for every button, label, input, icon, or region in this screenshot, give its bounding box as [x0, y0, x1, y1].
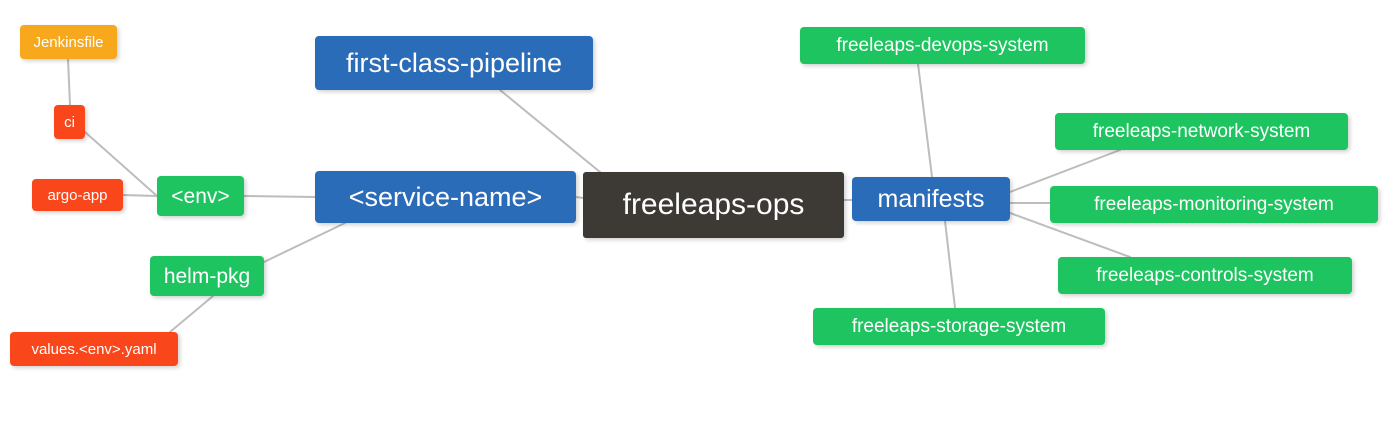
node-freeleaps-controls-system[interactable]: freeleaps-controls-system [1058, 257, 1352, 294]
node-ci[interactable]: ci [54, 105, 85, 139]
node-freeleaps-storage-system[interactable]: freeleaps-storage-system [813, 308, 1105, 345]
node-label: helm-pkg [163, 264, 251, 288]
edge-manifests-to-freeleaps-devops-system [917, 63, 933, 178]
node-env[interactable]: <env> [157, 176, 244, 216]
node-label: <env> [171, 184, 230, 208]
node-label: freeleaps-storage-system [851, 316, 1067, 337]
node-service-name[interactable]: <service-name> [315, 171, 576, 223]
node-label: freeleaps-controls-system [1096, 265, 1314, 286]
edge-service-name-to-freeleaps-ops [575, 196, 584, 199]
edge-helm-pkg-to-service-name [263, 222, 346, 263]
node-label: first-class-pipeline [345, 47, 563, 78]
node-label: ci [64, 113, 75, 131]
node-first-class-pipeline[interactable]: first-class-pipeline [315, 36, 593, 90]
node-label: argo-app [47, 186, 108, 204]
edge-first-class-pipeline-to-freeleaps-ops [499, 89, 601, 173]
node-label: freeleaps-monitoring-system [1094, 194, 1334, 215]
edge-manifests-to-freeleaps-storage-system [944, 220, 956, 309]
node-freeleaps-ops[interactable]: freeleaps-ops [583, 172, 844, 238]
node-jenkinsfile[interactable]: Jenkinsfile [20, 25, 117, 59]
node-label: freeleaps-ops [622, 188, 805, 221]
node-helm-pkg[interactable]: helm-pkg [150, 256, 264, 296]
node-manifests[interactable]: manifests [852, 177, 1010, 221]
node-freeleaps-devops-system[interactable]: freeleaps-devops-system [800, 27, 1085, 64]
node-label: freeleaps-network-system [1092, 121, 1311, 142]
edge-env-to-service-name [243, 195, 316, 198]
node-label: values.<env>.yaml [31, 340, 157, 358]
node-label: <service-name> [348, 181, 543, 212]
node-label: freeleaps-devops-system [836, 35, 1049, 56]
node-label: manifests [877, 184, 985, 213]
node-freeleaps-monitoring-system[interactable]: freeleaps-monitoring-system [1050, 186, 1378, 223]
node-freeleaps-network-system[interactable]: freeleaps-network-system [1055, 113, 1348, 150]
edge-argo-app-to-env [122, 194, 158, 197]
node-label: Jenkinsfile [33, 33, 104, 51]
edge-values-yaml-to-helm-pkg [169, 295, 214, 333]
edge-jenkinsfile-to-ci [67, 58, 71, 106]
node-argo-app[interactable]: argo-app [32, 179, 123, 211]
node-values-yaml[interactable]: values.<env>.yaml [10, 332, 178, 366]
